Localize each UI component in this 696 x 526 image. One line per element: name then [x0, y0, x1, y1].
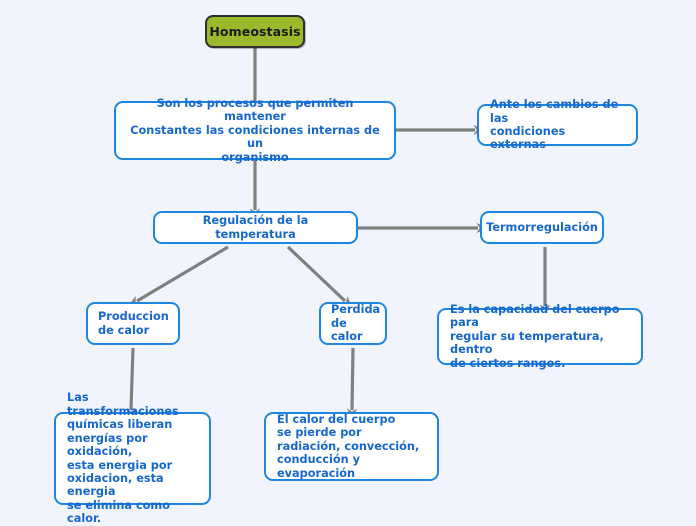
- edge-perdida-to-calor-pierde: [347, 347, 358, 421]
- node-regulacion-temperatura-label: Regulación de la temperatura: [202, 214, 309, 241]
- edge-produccion-to-transformaciones: [126, 347, 137, 421]
- edge-regulacion-to-perdida: [286, 245, 353, 309]
- node-termorregulacion[interactable]: Termorregulación: [480, 211, 604, 244]
- node-homeostasis[interactable]: Homeostasis: [205, 15, 305, 48]
- node-calor-cuerpo-pierde[interactable]: El calor del cuerpo se pierde por radiac…: [264, 412, 439, 481]
- node-transformaciones-quimicas[interactable]: Las transformaciones químicas liberan en…: [54, 391, 211, 525]
- node-calor-cuerpo-pierde-label: El calor del cuerpo se pierde por radiac…: [277, 412, 420, 480]
- node-termorregulacion-label: Termorregulación: [486, 220, 598, 234]
- node-capacidad-cuerpo-label: Es la capacidad del cuerpo para regular …: [450, 302, 620, 370]
- node-regulacion-temperatura[interactable]: Regulación de la temperatura: [153, 211, 358, 244]
- node-procesos[interactable]: Son los procesos que permiten mantener C…: [114, 97, 396, 164]
- node-produccion-calor-label: Produccion de calor: [98, 310, 169, 337]
- node-transformaciones-quimicas-label: Las transformaciones químicas liberan en…: [67, 391, 179, 526]
- node-cambios-externos-label: Ante los cambios de las condiciones exte…: [490, 98, 619, 152]
- node-homeostasis-label: Homeostasis: [209, 23, 301, 39]
- node-perdida-calor[interactable]: Perdida de calor: [319, 302, 387, 345]
- node-cambios-externos[interactable]: Ante los cambios de las condiciones exte…: [477, 98, 638, 151]
- node-produccion-calor[interactable]: Produccion de calor: [86, 302, 180, 345]
- node-perdida-calor-label: Perdida de calor: [331, 303, 381, 344]
- node-procesos-label: Son los procesos que permiten mantener C…: [130, 96, 380, 164]
- node-capacidad-cuerpo[interactable]: Es la capacidad del cuerpo para regular …: [437, 303, 643, 370]
- edge-regulacion-to-produccion: [127, 245, 229, 307]
